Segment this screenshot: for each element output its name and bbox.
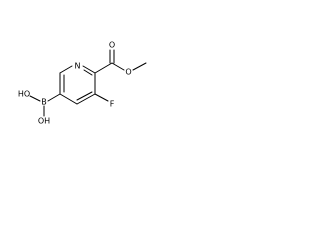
- structure-canvas: N F B O O HO OH: [0, 0, 152, 152]
- chemical-structure-diagram: N F B O O HO OH: [18, 41, 147, 126]
- fluorine-label: F: [110, 100, 115, 109]
- boron-label: B: [41, 98, 47, 107]
- bond-carbonyl-ether-o: [111, 62, 125, 71]
- bond-c5-c4: [76, 93, 96, 105]
- bond-c5-c4-inner: [76, 91, 93, 101]
- bond-boron-oh-left: [29, 95, 41, 102]
- hydroxyl-bottom-label: OH: [38, 117, 50, 126]
- bond-ring-fluorine: [94, 93, 109, 102]
- bond-ring-carbonyl: [94, 62, 113, 74]
- pyridine-ring: [59, 65, 96, 105]
- bond-c2-n1: [59, 65, 73, 74]
- bond-n1-c6: [82, 65, 96, 74]
- bond-ether-o-methyl: [132, 62, 147, 71]
- hydroxyl-left-label: HO: [18, 90, 30, 99]
- bond-n1-c6-inner: [83, 69, 93, 76]
- bond-ring-boron: [47, 93, 61, 102]
- carbonyl-oxygen-label: O: [109, 41, 115, 50]
- boronic-acid-group: [29, 93, 61, 117]
- bond-c4-c3: [59, 93, 78, 105]
- methyl-ester-group: [94, 49, 147, 74]
- ether-oxygen-label: O: [125, 68, 131, 77]
- nitrogen-label: N: [75, 62, 81, 71]
